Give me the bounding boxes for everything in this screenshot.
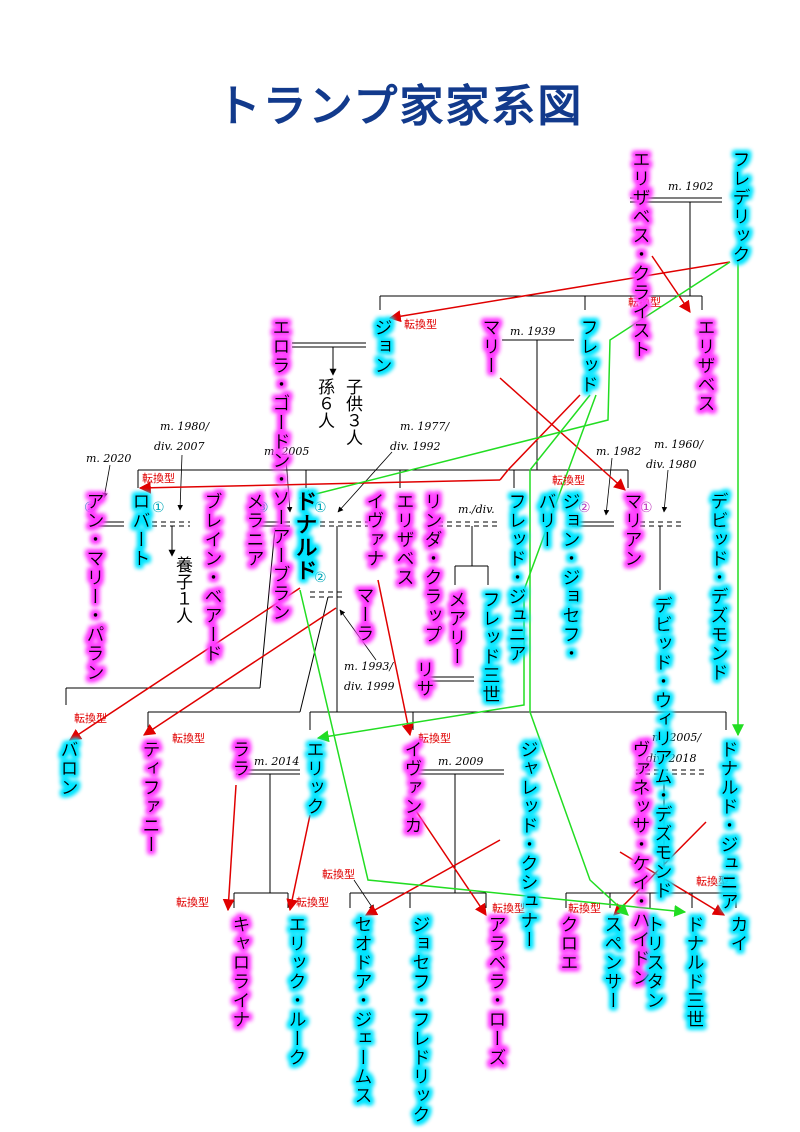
person-frederick: フレデリック: [730, 150, 751, 264]
marriage-label: m. 2009: [438, 755, 483, 768]
person-fred-jr: フレッド・ジュニア: [506, 492, 527, 663]
person-lara: ララ: [230, 740, 251, 778]
person-maryanne: マリアン: [622, 492, 643, 568]
conversion-label: 転換型: [492, 901, 525, 915]
marriage-label: m. 1902: [668, 180, 713, 193]
person-arabella: アラベラ・ローズ: [486, 915, 507, 1067]
person-mary: マリー: [480, 318, 501, 375]
marriage-label: m. 1980/: [160, 420, 210, 433]
person-tristan: トリスタン: [644, 915, 665, 1010]
person-john-joseph: ジョン・ジョセフ・: [560, 492, 581, 663]
person-elizabeth: エリザベス: [695, 318, 716, 413]
marriage-label: div. 2007: [154, 440, 204, 453]
person-ivanka: イヴァンカ: [402, 740, 423, 835]
marriage-label: m./div.: [458, 503, 495, 516]
person-vanessa: ヴァネッサ・ケイ・ハイドン: [630, 740, 651, 987]
person-fred3: フレッド三世: [480, 590, 501, 704]
john-grandchildren: 孫６人: [314, 378, 335, 429]
person-theodore: セオドア・ジェームス: [352, 915, 373, 1105]
person-donald3: ドナルド三世: [684, 915, 705, 1029]
person-blaine: ブレイン・ベアード: [202, 492, 223, 663]
person-names: フレデリック エリザベス・クライスト エリザベス ジョン エロラ・ゴードン・ソー…: [58, 150, 751, 1124]
marriage-label: div. 1992: [390, 440, 440, 453]
marriage-label: m. 2020: [86, 452, 131, 465]
lineage-lines: [65, 197, 737, 908]
person-tiffany: ティファニー: [140, 740, 161, 854]
person-elora: エロラ・ゴードン・ソーアーブラン: [270, 318, 291, 622]
person-elizabeth2: エリザベス: [394, 492, 415, 587]
marriage-label: m. 1939: [510, 325, 555, 338]
marriage-label: m. 2005: [264, 445, 309, 458]
person-melania: メラニア: [244, 492, 265, 568]
marriage-label: m. 1977/: [400, 420, 450, 433]
marriage-label: div. 1980: [646, 458, 696, 471]
person-elizabeth-christ: エリザベス・クライスト: [630, 150, 651, 359]
person-robert: ロバート: [130, 492, 151, 568]
conversion-label: 転換型: [628, 295, 661, 309]
person-carolina: キャロライナ: [230, 915, 251, 1029]
marriage-number: ②: [84, 500, 97, 516]
marriage-label: m. 1982: [596, 445, 641, 458]
person-mary3: メアリー: [446, 590, 467, 666]
person-fred: フレッド: [578, 318, 599, 394]
conversion-arrows: [68, 255, 731, 916]
conversion-label: 転換型: [176, 895, 209, 909]
conversion-label: 転換型: [696, 874, 729, 888]
person-jared: ジャレッド・クシュナー: [518, 740, 539, 949]
marriage-number: ①: [152, 500, 165, 516]
marriage-label: div. 2018: [646, 752, 696, 765]
conversion-labels: 転換型 転換型 転換型 転換型 転換型 転換型 転換型 転換型 転換型 転換型 …: [74, 295, 729, 915]
conversion-label: 転換型: [142, 471, 175, 485]
person-linda: リンダ・クラップ: [422, 492, 443, 644]
person-marla: マーラ: [354, 586, 375, 643]
robert-adopted: 養子１人: [172, 556, 193, 624]
marriage-number: ①: [640, 500, 653, 516]
person-kai: カイ: [728, 915, 749, 953]
conversion-label: 転換型: [322, 867, 355, 881]
person-spencer: スペンサー: [602, 915, 623, 1010]
person-david: デビッド・デズモンド: [708, 492, 729, 682]
marriage-label: m. 1993/: [344, 660, 394, 673]
marriage-labels: m. 1902 m. 1939 m. 1980/ div. 2007 m. 20…: [86, 180, 713, 768]
marriage-label: m. 2014: [254, 755, 299, 768]
conversion-label: 転換型: [172, 731, 205, 745]
conversion-label: 転換型: [296, 895, 329, 909]
conversion-label: 転換型: [568, 901, 601, 915]
marriage-number: ①: [314, 500, 327, 516]
marriage-number: ③: [256, 500, 269, 516]
person-william: デビッド・ウィリアム・デズモンド: [652, 596, 673, 900]
page-title: トランプ家家系図: [216, 81, 584, 132]
person-ivana: イヴァナ: [364, 492, 385, 568]
person-barron: バロン: [58, 740, 79, 797]
marriage-label: div. 1999: [344, 680, 394, 693]
marriage-numbers: ② ① ③ ① ② ② ①: [84, 500, 653, 586]
person-barry: バリー: [536, 492, 557, 549]
person-donald: ドナルド: [292, 490, 317, 582]
marriage-number: ②: [314, 570, 327, 586]
marriage-number: ②: [578, 500, 591, 516]
marriage-label: m. 1960/: [654, 438, 704, 451]
person-john: ジョン: [372, 318, 393, 375]
marriage-label: m. 2005/: [652, 731, 702, 744]
descent-arrows: [298, 261, 744, 917]
conversion-label: 転換型: [404, 317, 437, 331]
person-donald-jr: ドナルド・ジュニア: [718, 740, 739, 911]
conversion-label: 転換型: [74, 711, 107, 725]
person-eric: エリック: [304, 740, 325, 816]
person-joseph: ジョセフ・フレドリック: [410, 915, 431, 1124]
john-children: 子供３人: [342, 378, 363, 446]
person-lisa: リサ: [414, 660, 435, 698]
person-eric-luke: エリック・ルーク: [286, 915, 307, 1067]
person-ann-marie: アン・マリー・パラン: [84, 492, 105, 682]
conversion-label: 転換型: [418, 731, 451, 745]
person-chloe: クロエ: [558, 915, 579, 972]
conversion-label: 転換型: [552, 473, 585, 487]
